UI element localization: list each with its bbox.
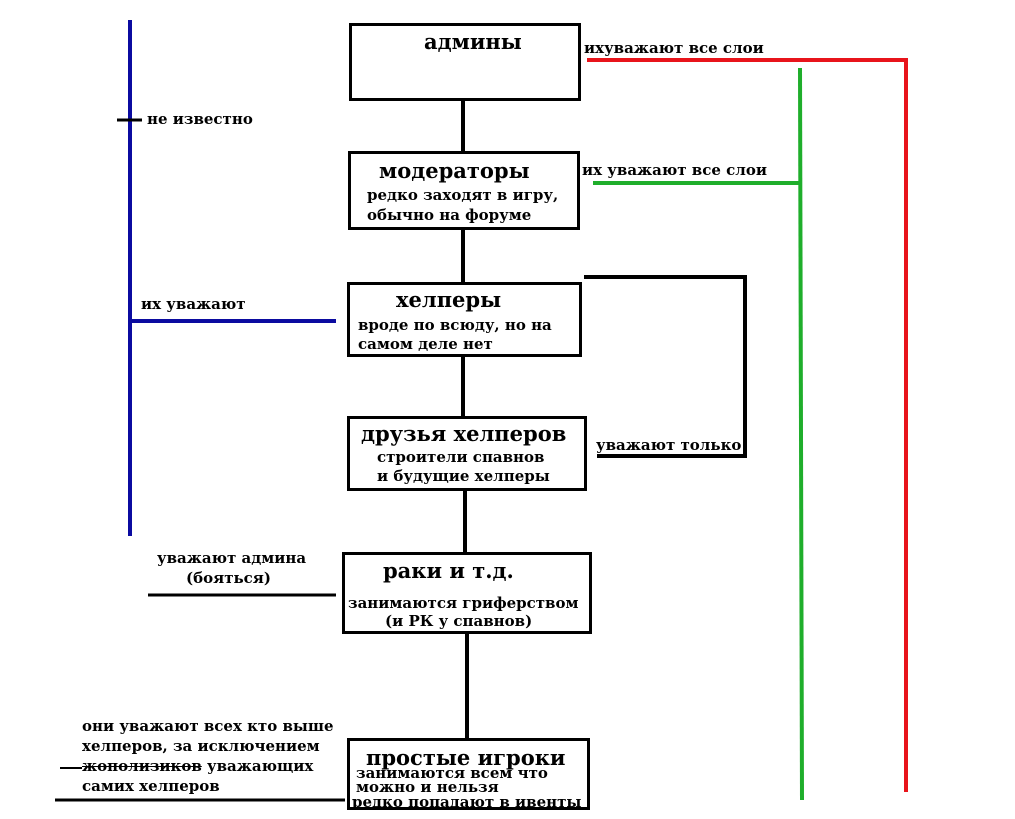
- helpers-desc-line1: вроде по всюду, но на: [358, 316, 552, 334]
- helpers-desc-line2: самом деле нет: [358, 335, 493, 353]
- moderators-respect-note: их уважают все слои: [582, 161, 767, 179]
- crayfish-desc-line1: занимаются гриферством: [348, 594, 579, 612]
- helpers-box: хелперы вроде по всюду, но на самом деле…: [347, 282, 582, 357]
- crayfish-respect-note-line2: (бояться): [186, 569, 271, 587]
- players-respect-note-line4: самих хелперов: [82, 777, 220, 795]
- moderators-title: модераторы: [379, 158, 530, 183]
- moderators-desc-line1: редко заходят в игру,: [367, 186, 559, 204]
- friends-title: друзья хелперов: [361, 421, 567, 446]
- players-title: простые игроки: [366, 745, 566, 770]
- players-respect-note-line3-rest: уважающих: [201, 757, 314, 775]
- moderators-desc-line2: обычно на форуме: [367, 206, 532, 224]
- players-desc-line2: можно и нельзя: [356, 778, 499, 796]
- green-vertical-line: [798, 67, 804, 801]
- players-desc-line1: занимаются всем что: [356, 764, 548, 782]
- unknown-note: не известно: [147, 110, 253, 128]
- players-desc-line3: редко попадают в ивенты: [352, 793, 582, 811]
- red-respect-line: [587, 58, 908, 792]
- struck-word: жополизиков: [82, 757, 202, 775]
- helpers-title: хелперы: [396, 287, 502, 312]
- moderators-box: модераторы редко заходят в игру, обычно …: [348, 151, 580, 230]
- admins-respect-note: ихуважают все слои: [584, 39, 764, 57]
- players-respect-note-line1: они уважают всех кто выше: [82, 717, 334, 735]
- crayfish-respect-note-line1: уважают админа: [157, 549, 307, 567]
- friends-respect-bracket: [584, 275, 747, 458]
- friends-box: друзья хелперов строители спавнов и буду…: [347, 416, 587, 491]
- crayfish-title: раки и т.д.: [383, 558, 514, 583]
- crayfish-box: раки и т.д. занимаются гриферством (и РК…: [342, 552, 592, 634]
- admins-title: админы: [424, 29, 522, 54]
- players-respect-note-line3: жополизиков уважающих: [82, 759, 313, 774]
- friends-respect-only-note: уважают только: [596, 436, 742, 454]
- friends-desc-line2: и будущие хелперы: [377, 467, 550, 485]
- players-respect-note-line2: хелперов, за исключением: [82, 737, 320, 755]
- crayfish-desc-line2: (и РК у спавнов): [385, 612, 533, 630]
- friends-desc-line1: строители спавнов: [377, 448, 545, 466]
- players-box: простые игроки занимаются всем что можно…: [347, 738, 590, 810]
- helpers-respect-note: их уважают: [141, 295, 246, 313]
- admins-box: админы: [349, 23, 581, 101]
